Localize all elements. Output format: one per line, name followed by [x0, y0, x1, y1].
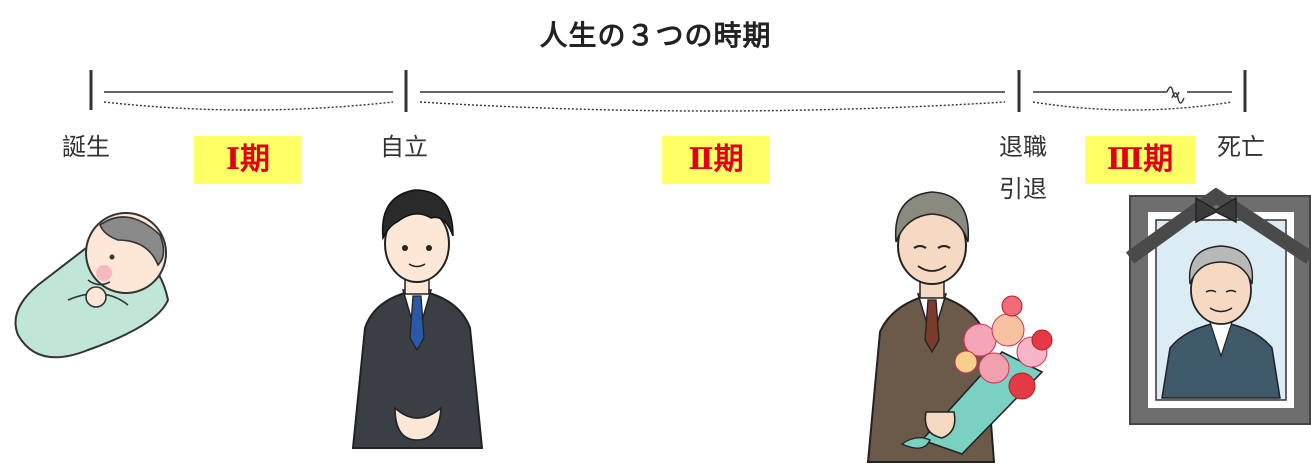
wavy-break-icon: [1166, 86, 1185, 104]
label-death: 死亡: [1217, 133, 1265, 161]
bouquet-flowers: [954, 295, 1053, 400]
span-brace-1: [103, 101, 394, 111]
period-badge-1: Ⅰ期: [194, 136, 302, 184]
period-badge-3: Ⅲ期: [1085, 136, 1195, 184]
period-badge-2: Ⅱ期: [662, 136, 770, 184]
baby-illustration: [14, 212, 170, 359]
label-birth: 誕生: [62, 133, 110, 161]
span-brace-2: [419, 101, 1006, 112]
young-man-illustration: [351, 189, 484, 449]
memorial-portrait-illustration: [1126, 188, 1311, 425]
diagram-title: 人生の３つの時期: [539, 19, 772, 52]
label-retirement-2: 引退: [999, 175, 1047, 203]
span-brace-3: [1032, 101, 1233, 111]
label-independence: 自立: [380, 133, 428, 161]
label-retirement-1: 退職: [999, 133, 1047, 161]
retiree-illustration: [866, 191, 1053, 463]
